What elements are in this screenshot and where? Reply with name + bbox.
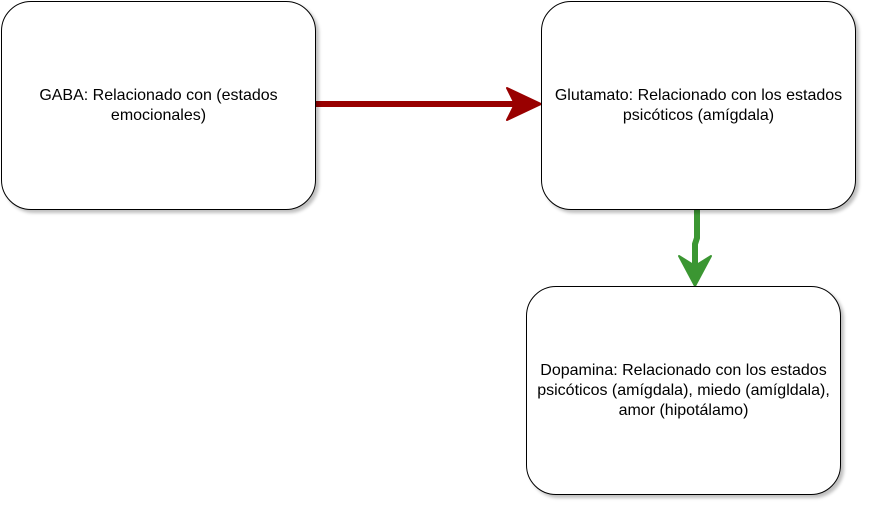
node-dopamina[interactable]: Dopamina: Relacionado con los estados ps…	[526, 286, 841, 495]
edge-glutamato-to-dopamina-line	[692, 210, 700, 270]
node-glutamato-label: Glutamato: Relacionado con los estados p…	[554, 86, 843, 124]
edge-glutamato-to-dopamina-arrowhead	[678, 255, 712, 287]
edge-glutamato-to-dopamina	[678, 210, 712, 287]
edge-gaba-to-glutamato	[316, 87, 542, 121]
node-glutamato[interactable]: Glutamato: Relacionado con los estados p…	[541, 1, 856, 210]
edge-gaba-to-glutamato-arrowhead	[506, 87, 542, 121]
node-gaba[interactable]: GABA: Relacionado con (estados emocional…	[1, 1, 316, 210]
node-dopamina-label: Dopamina: Relacionado con los estados ps…	[537, 361, 830, 419]
node-gaba-label: GABA: Relacionado con (estados emocional…	[39, 86, 278, 124]
